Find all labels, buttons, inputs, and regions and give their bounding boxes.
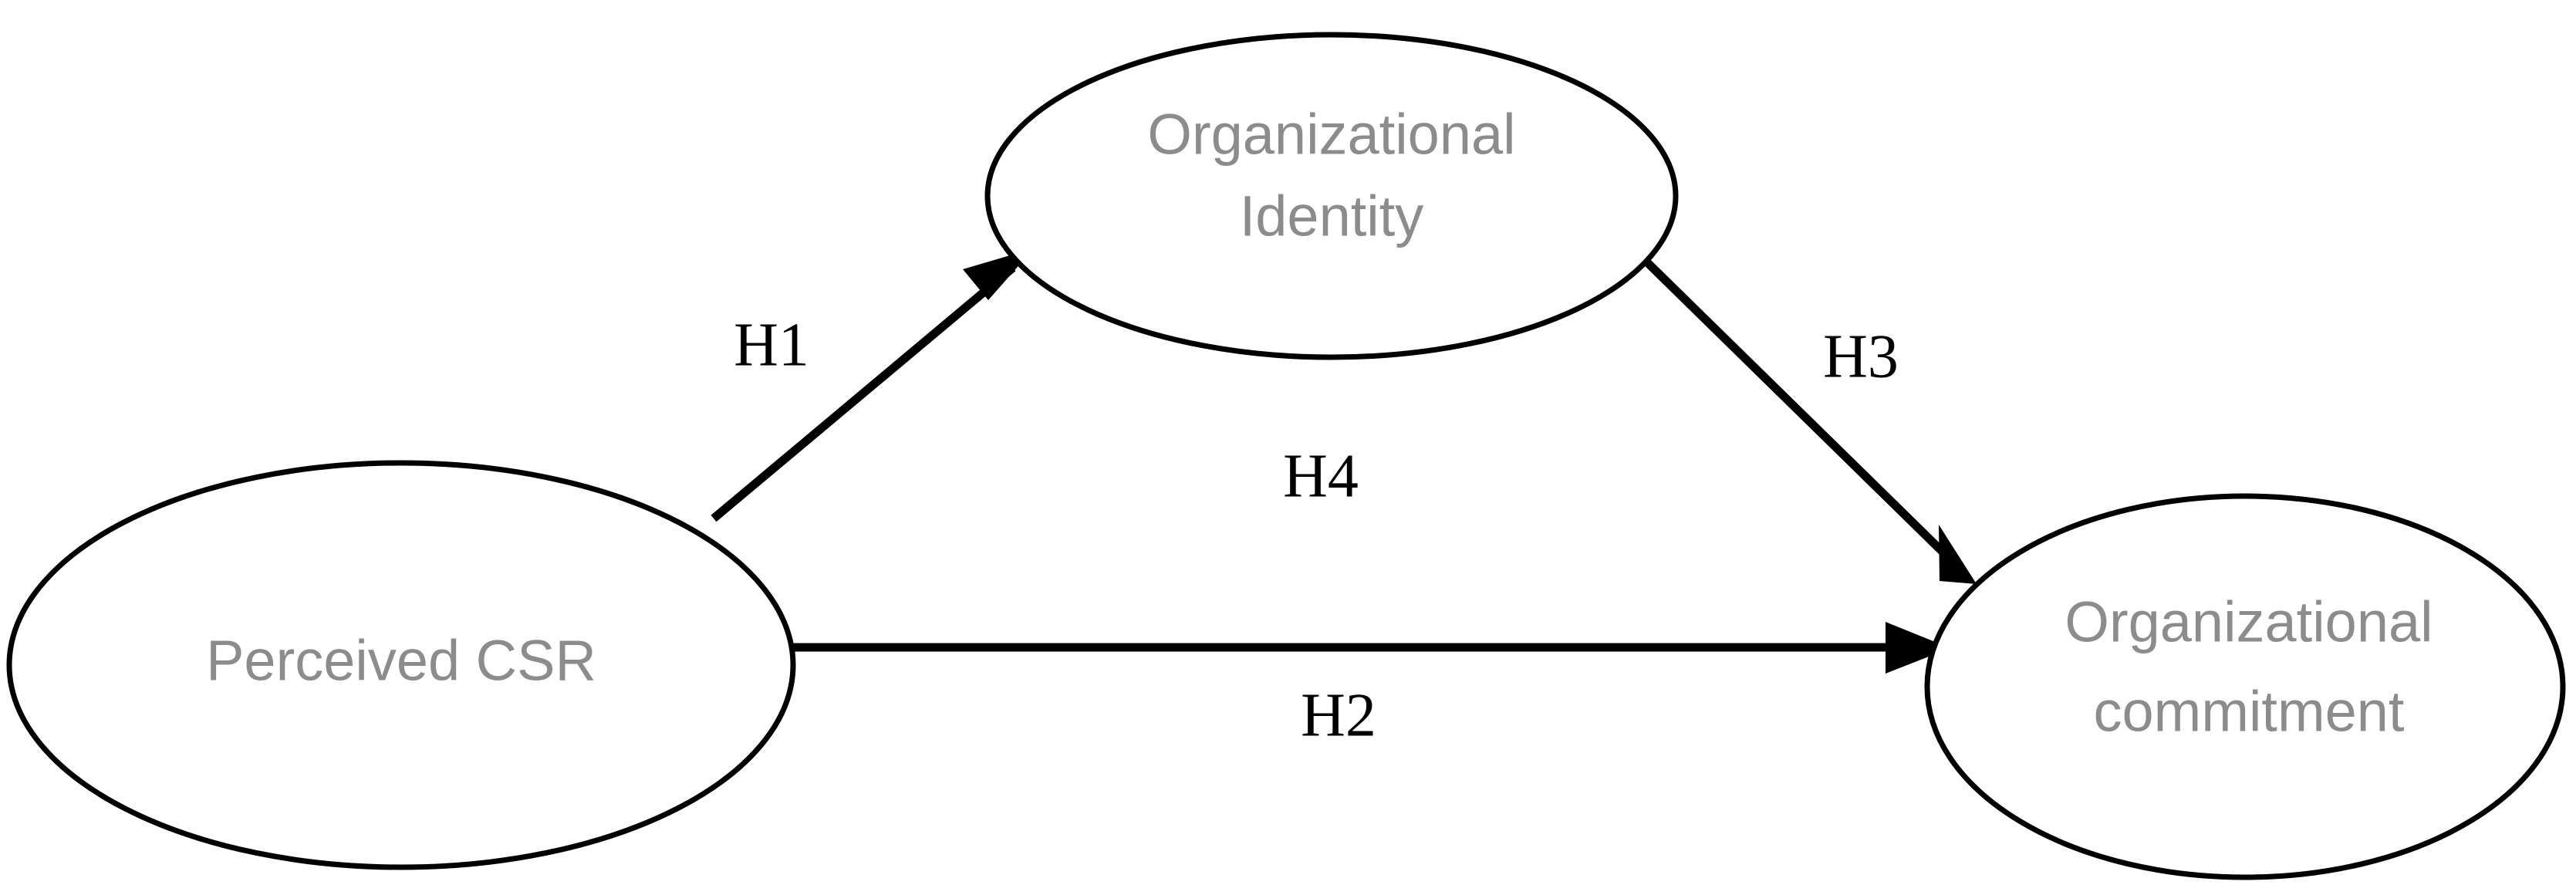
- node-organizational-identity-shape: [984, 32, 1679, 360]
- edge-label-h1: H1: [734, 311, 809, 379]
- edge-h3[interactable]: [1644, 259, 1977, 584]
- edge-h3-arrowhead: [1939, 525, 1977, 584]
- edge-label-h2: H2: [1301, 681, 1376, 749]
- node-perceived-csr-label: Perceived CSR: [206, 629, 596, 693]
- node-organizational-identity-label-line1: Organizational: [1147, 103, 1515, 167]
- edge-h3-line: [1644, 259, 1955, 564]
- edge-label-h4: H4: [1283, 442, 1359, 510]
- edge-label-h3: H3: [1823, 323, 1899, 390]
- edge-h2-arrowhead: [1886, 622, 1950, 674]
- node-organizational-commitment-label-line1: Organizational: [2065, 590, 2433, 654]
- node-perceived-csr-shape: [6, 460, 796, 870]
- node-organizational-identity-label-line2: Identity: [1240, 184, 1424, 248]
- node-organizational-identity[interactable]: Organizational Identity: [984, 32, 1679, 360]
- edge-h1-line: [711, 264, 1016, 522]
- edge-h1[interactable]: [711, 248, 1034, 522]
- node-organizational-commitment[interactable]: Organizational commitment: [1924, 493, 2566, 880]
- node-perceived-csr[interactable]: Perceived CSR: [6, 460, 796, 870]
- node-organizational-commitment-shape: [1924, 493, 2566, 880]
- node-organizational-commitment-label-line2: commitment: [2094, 680, 2405, 744]
- edge-h2[interactable]: [792, 622, 1950, 674]
